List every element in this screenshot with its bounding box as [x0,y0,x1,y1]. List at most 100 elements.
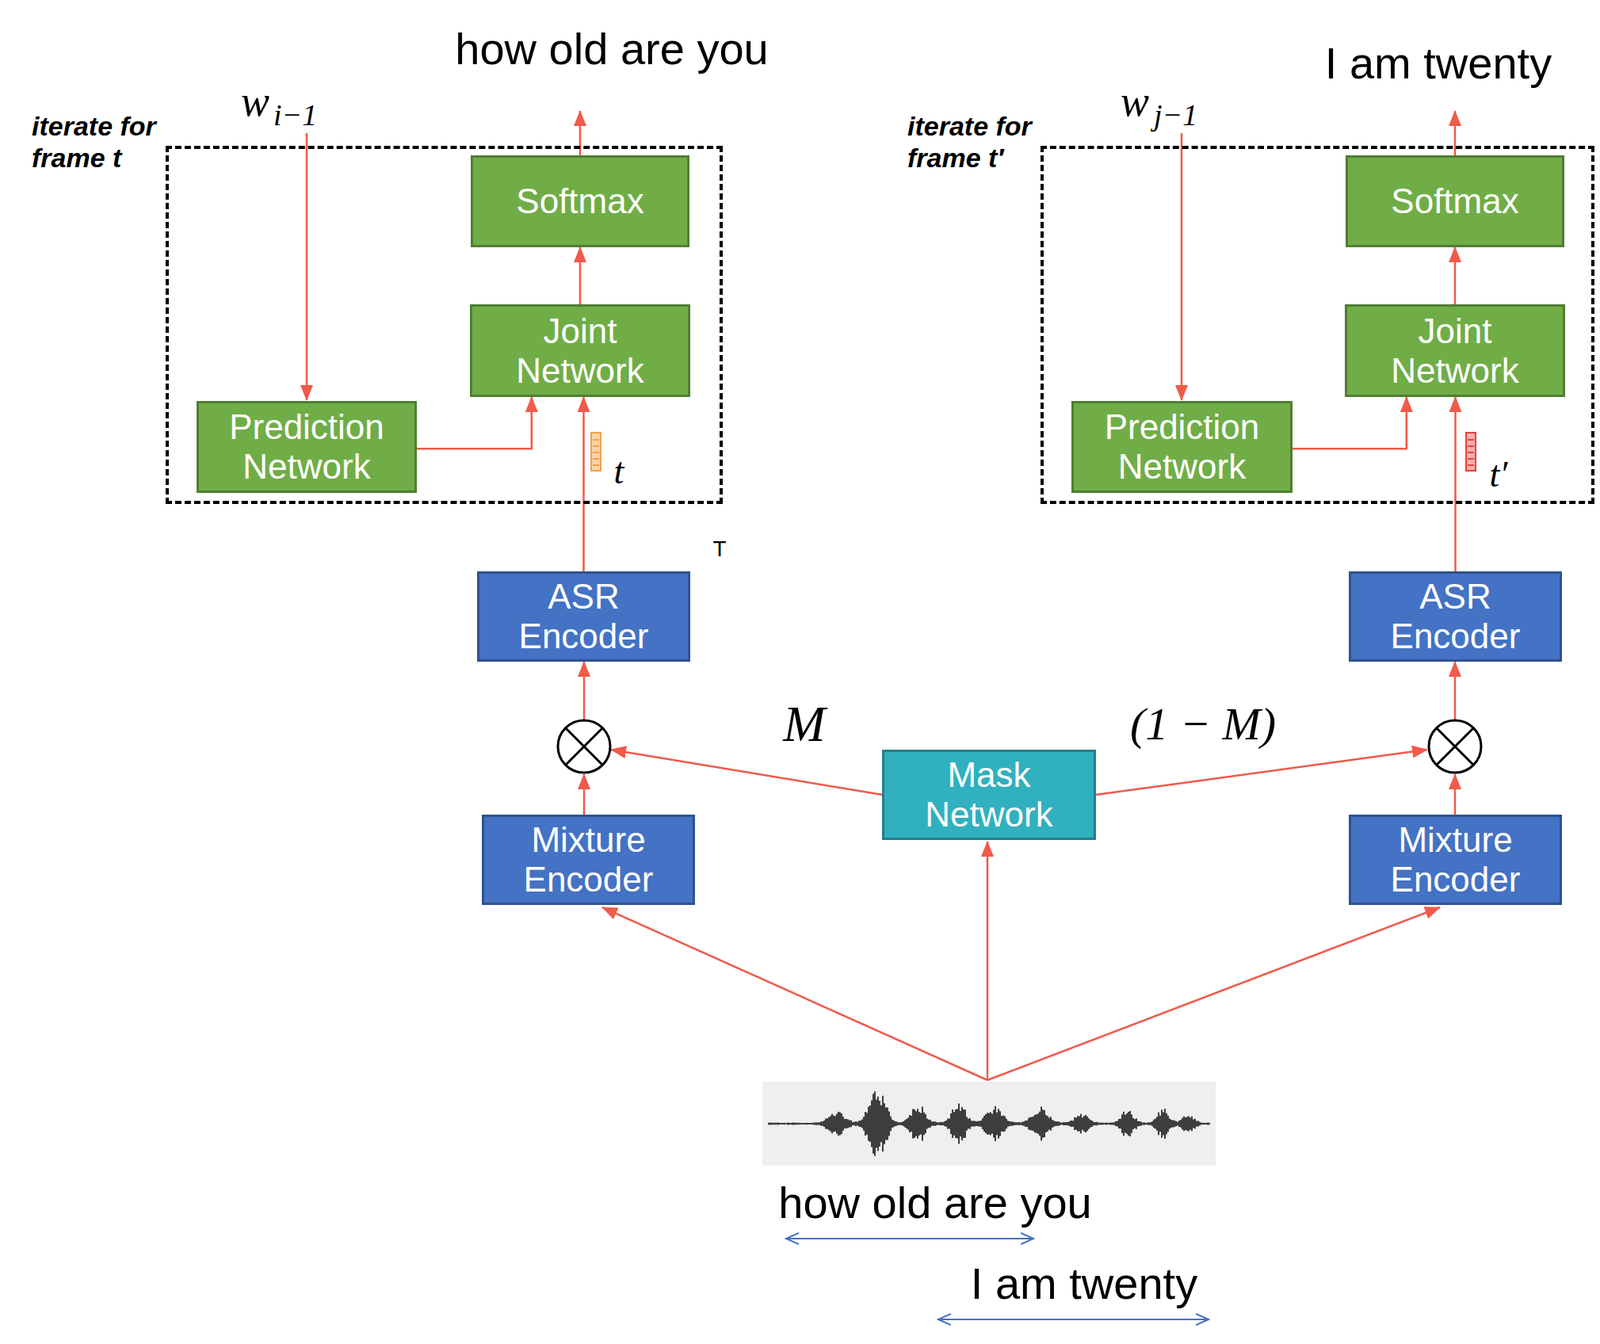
waveform-stroke [931,1121,933,1127]
waveform-stroke [786,1122,789,1126]
waveform-stroke [1050,1116,1052,1131]
waveform-stroke [832,1115,835,1132]
waveform-stroke [836,1114,838,1135]
waveform-stroke [992,1109,995,1138]
waveform-stroke [1168,1118,1171,1130]
waveform-stroke [985,1114,987,1134]
waveform-stroke [913,1109,916,1138]
process-box: Softmax [1345,155,1565,248]
waveform-stroke [883,1103,886,1144]
waveform-stroke [1056,1121,1058,1126]
waveform-stroke [877,1096,879,1151]
waveform-stroke [790,1122,792,1125]
waveform-stroke [1000,1115,1003,1131]
waveform-stroke [1019,1122,1022,1126]
waveform-stroke [856,1122,859,1127]
waveform-stroke [978,1120,981,1127]
text-label: I am twenty [970,1259,1198,1309]
waveform-stroke [924,1114,927,1134]
waveform-stroke [870,1099,873,1147]
text-label: how old are you [778,1178,1092,1228]
waveform-stroke [859,1120,862,1127]
waveform-stroke [920,1113,922,1135]
process-box: Prediction Network [196,400,417,493]
math-symbol: M [782,696,825,753]
waveform-stroke [1094,1122,1096,1126]
waveform-stroke [1018,1122,1020,1126]
waveform-stroke [905,1118,908,1129]
waveform-stroke [1162,1111,1165,1135]
waveform-stroke [882,1095,884,1152]
waveform-stroke [1007,1120,1009,1127]
box-label: Joint Network [480,311,680,390]
box-label: Prediction Network [206,407,407,486]
waveform-stroke [894,1121,897,1127]
waveform-stroke [1113,1122,1116,1126]
waveform-stroke [1111,1122,1114,1126]
waveform-stroke [1070,1120,1073,1127]
waveform-stroke [1081,1117,1084,1130]
box-label: ASR Encoder [1359,576,1552,656]
waveform-stroke [782,1122,784,1125]
waveform-stroke [775,1122,778,1126]
waveform-stroke [1143,1122,1146,1125]
waveform-stroke [1183,1116,1185,1131]
waveform-stroke [1031,1116,1033,1131]
waveform-stroke [829,1115,832,1131]
waveform-ground [762,1081,1216,1166]
waveform-stroke [798,1122,800,1126]
waveform-stroke [1164,1108,1166,1139]
waveform-stroke [1208,1122,1211,1125]
waveform-stroke [1149,1122,1152,1125]
waveform-stroke [1140,1122,1142,1127]
waveform-stroke [1178,1120,1180,1127]
waveform-stroke [834,1115,837,1131]
box-label: Mixture Encoder [1359,820,1552,899]
input-arrow [987,907,1440,1081]
waveform-stroke [801,1122,803,1125]
waveform-stroke [912,1109,914,1139]
waveform-stroke [972,1120,974,1127]
text-label: T [712,537,726,562]
text-label: I am twenty [1325,38,1552,88]
waveform-stroke [777,1122,779,1126]
waveform-stroke [1202,1122,1204,1126]
waveform-stroke [791,1122,794,1126]
waveform-stroke [986,1112,989,1135]
input-arrow [1180,133,1184,401]
waveform-stroke [1076,1115,1079,1131]
waveform-stroke [1002,1115,1005,1132]
waveform-stroke [1126,1113,1128,1135]
waveform-stroke [1053,1120,1055,1127]
waveform-stroke [1069,1121,1071,1127]
waveform-stroke [1083,1115,1085,1132]
waveform-stroke [826,1118,829,1129]
waveform-stroke [831,1114,833,1135]
process-box: Joint Network [469,304,691,398]
waveform-stroke [1045,1115,1047,1133]
waveform-stroke [864,1111,867,1136]
waveform-stroke [935,1122,938,1126]
span-arrow [786,1237,1034,1240]
frame-heading: iterate for frame t′ [907,110,1078,174]
waveform-stroke [1100,1122,1103,1126]
waveform-stroke [850,1120,852,1128]
waveform-stroke [1148,1122,1150,1126]
waveform-stroke [1072,1120,1074,1127]
input-arrow [986,841,990,1081]
waveform-stroke [853,1122,856,1127]
waveform-stroke [769,1122,772,1126]
waveform-stroke [880,1105,883,1142]
waveform-stroke [1146,1122,1149,1125]
waveform-stroke [1024,1120,1027,1127]
waveform-stroke [824,1118,827,1129]
waveform-stroke [950,1113,952,1135]
waveform-stroke [908,1115,911,1133]
frame-heading: iterate for frame t [31,110,203,174]
waveform-stroke [1008,1121,1011,1127]
waveform-stroke [1165,1113,1168,1135]
waveform-stroke [863,1116,865,1131]
input-arrow [602,907,988,1081]
waveform-stroke [807,1122,810,1125]
waveform-stroke [1038,1111,1041,1136]
